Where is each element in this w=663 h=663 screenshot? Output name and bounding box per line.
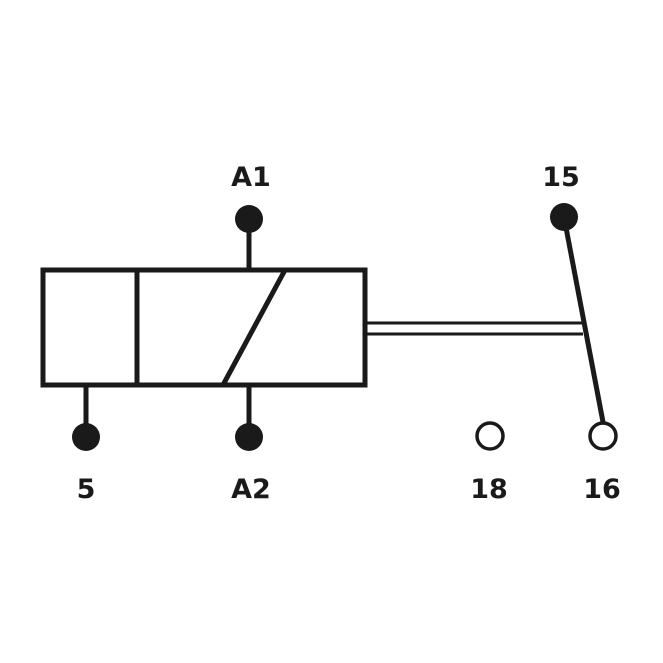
t5-terminal-dot <box>72 423 100 451</box>
label-5: 5 <box>77 474 96 505</box>
coil-diagonal <box>220 268 288 387</box>
label-a1: A1 <box>231 162 271 193</box>
t18-terminal-ring <box>475 421 505 451</box>
a2-terminal-dot <box>235 423 263 451</box>
switch-arm <box>561 216 606 423</box>
a1-terminal-dot <box>235 205 263 233</box>
relay-body <box>40 267 368 388</box>
label-16: 16 <box>583 474 621 505</box>
label-18: 18 <box>470 474 508 505</box>
label-15: 15 <box>542 162 580 193</box>
label-a2: A2 <box>231 474 271 505</box>
t16-terminal-ring <box>588 421 618 451</box>
